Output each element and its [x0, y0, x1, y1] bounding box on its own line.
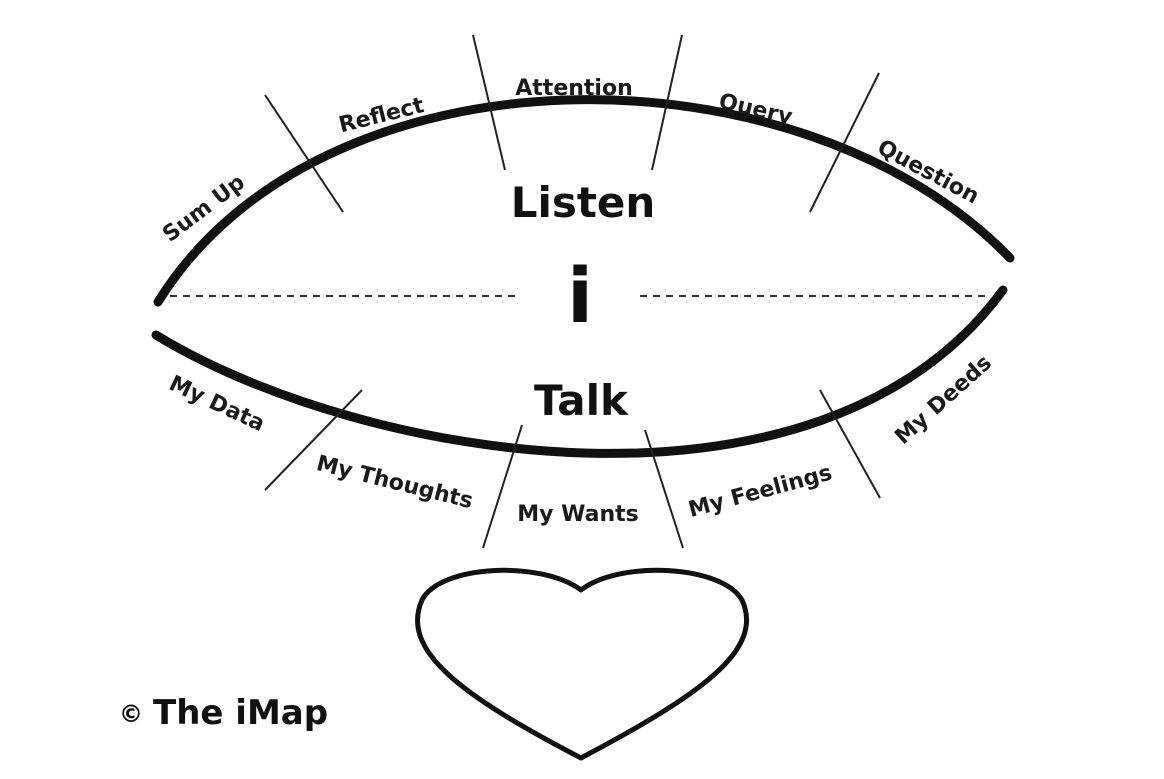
listen-label: Listen — [511, 178, 656, 227]
copyright-text: The iMap — [153, 693, 328, 733]
listen-arc — [153, 95, 1015, 307]
listen-segment-label: Attention — [515, 76, 632, 101]
talk-divider — [819, 389, 881, 499]
talk-arc — [151, 285, 1008, 458]
listen-divider — [809, 72, 880, 213]
talk-divider — [644, 429, 684, 549]
talk-divider — [482, 424, 523, 549]
talk-label: Talk — [534, 376, 629, 425]
talk-divider — [264, 389, 363, 491]
copyright-symbol: © — [119, 700, 143, 728]
talk-segment-label: My Feelings — [686, 461, 835, 523]
talk-segment-label: My Deeds — [890, 350, 997, 449]
center-i-label: i — [567, 251, 593, 340]
heart-icon — [415, 567, 750, 761]
listen-divider — [651, 34, 683, 171]
talk-segment-label: My Wants — [517, 502, 639, 527]
listen-divider — [264, 94, 344, 213]
talk-segment-label: My Thoughts — [314, 451, 476, 514]
listen-divider — [472, 34, 506, 171]
